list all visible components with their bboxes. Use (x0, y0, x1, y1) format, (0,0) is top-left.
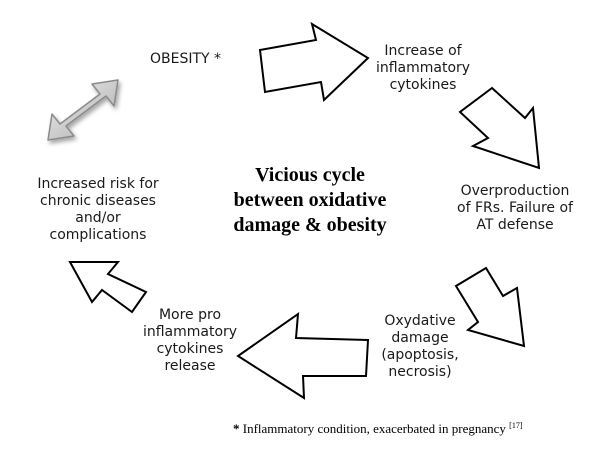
node-line: damage (391, 330, 449, 346)
node-line: chronic diseases (40, 193, 156, 209)
footnote: * Inflammatory condition, exacerbated in… (233, 421, 522, 437)
node-line: Increase of (384, 43, 462, 59)
node-line: inflammatory (375, 60, 471, 76)
node-overproduction: Overproduction of FRs. Failure of AT def… (440, 183, 590, 234)
footnote-reference: [17] (509, 421, 523, 430)
node-line: cytokines (156, 341, 224, 357)
node-obesity-text: OBESITY * (150, 51, 222, 67)
node-line: of FRs. Failure of (457, 200, 573, 216)
node-line: complications (49, 227, 147, 243)
center-title: Vicious cycle between oxidative damage &… (185, 163, 435, 238)
node-increased-risk: Increased risk for chronic diseases and/… (18, 176, 178, 244)
arrow-obesity-to-cytokines (258, 21, 370, 103)
node-line: More pro (158, 307, 222, 323)
node-pro-inflammatory: More pro inflammatory cytokines release (135, 307, 245, 375)
arrow-overproduction-to-damage (454, 266, 526, 348)
node-line: necrosis) (388, 364, 452, 380)
node-inflammatory-cytokines: Increase of inflammatory cytokines (368, 43, 478, 94)
node-obesity: OBESITY * (150, 51, 221, 68)
node-line: (apoptosis, (381, 347, 459, 363)
node-line: Overproduction (460, 183, 570, 199)
double-arrow-risk-obesity (47, 79, 119, 141)
node-line: release (164, 358, 216, 374)
node-line: inflammatory (142, 324, 238, 340)
node-oxydative-damage: Oxydative damage (apoptosis, necrosis) (365, 313, 475, 381)
node-line: cytokines (389, 77, 457, 93)
center-title-line: between oxidative (233, 189, 387, 211)
node-line: Increased risk for (37, 176, 159, 192)
arrow-pro-inflammatory-to-risk (68, 261, 148, 314)
node-line: and/or (75, 210, 121, 226)
center-title-line: damage & obesity (233, 214, 387, 236)
footnote-star: * (233, 421, 240, 436)
center-title-line: Vicious cycle (255, 164, 365, 186)
arrow-cytokines-to-overproduction (458, 86, 541, 170)
arrow-damage-to-pro-inflammatory (236, 311, 370, 400)
node-line: AT defense (476, 217, 554, 233)
footnote-text: Inflammatory condition, exacerbated in p… (239, 421, 506, 436)
node-line: Oxydative (384, 313, 456, 329)
